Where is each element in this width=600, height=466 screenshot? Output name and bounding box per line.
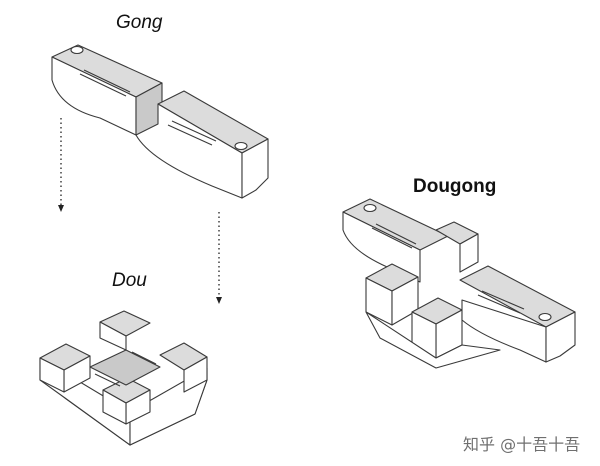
arrow-left [58,118,64,212]
watermark: 知乎 @十吾十吾 [463,435,581,454]
arrow-right [216,212,222,304]
label-dou: Dou [112,270,147,291]
dougong-assembly [342,198,576,369]
label-gong: Gong [116,12,163,33]
gong-block [51,44,269,199]
label-dougong: Dougong [413,176,497,197]
dou-block [39,310,208,446]
